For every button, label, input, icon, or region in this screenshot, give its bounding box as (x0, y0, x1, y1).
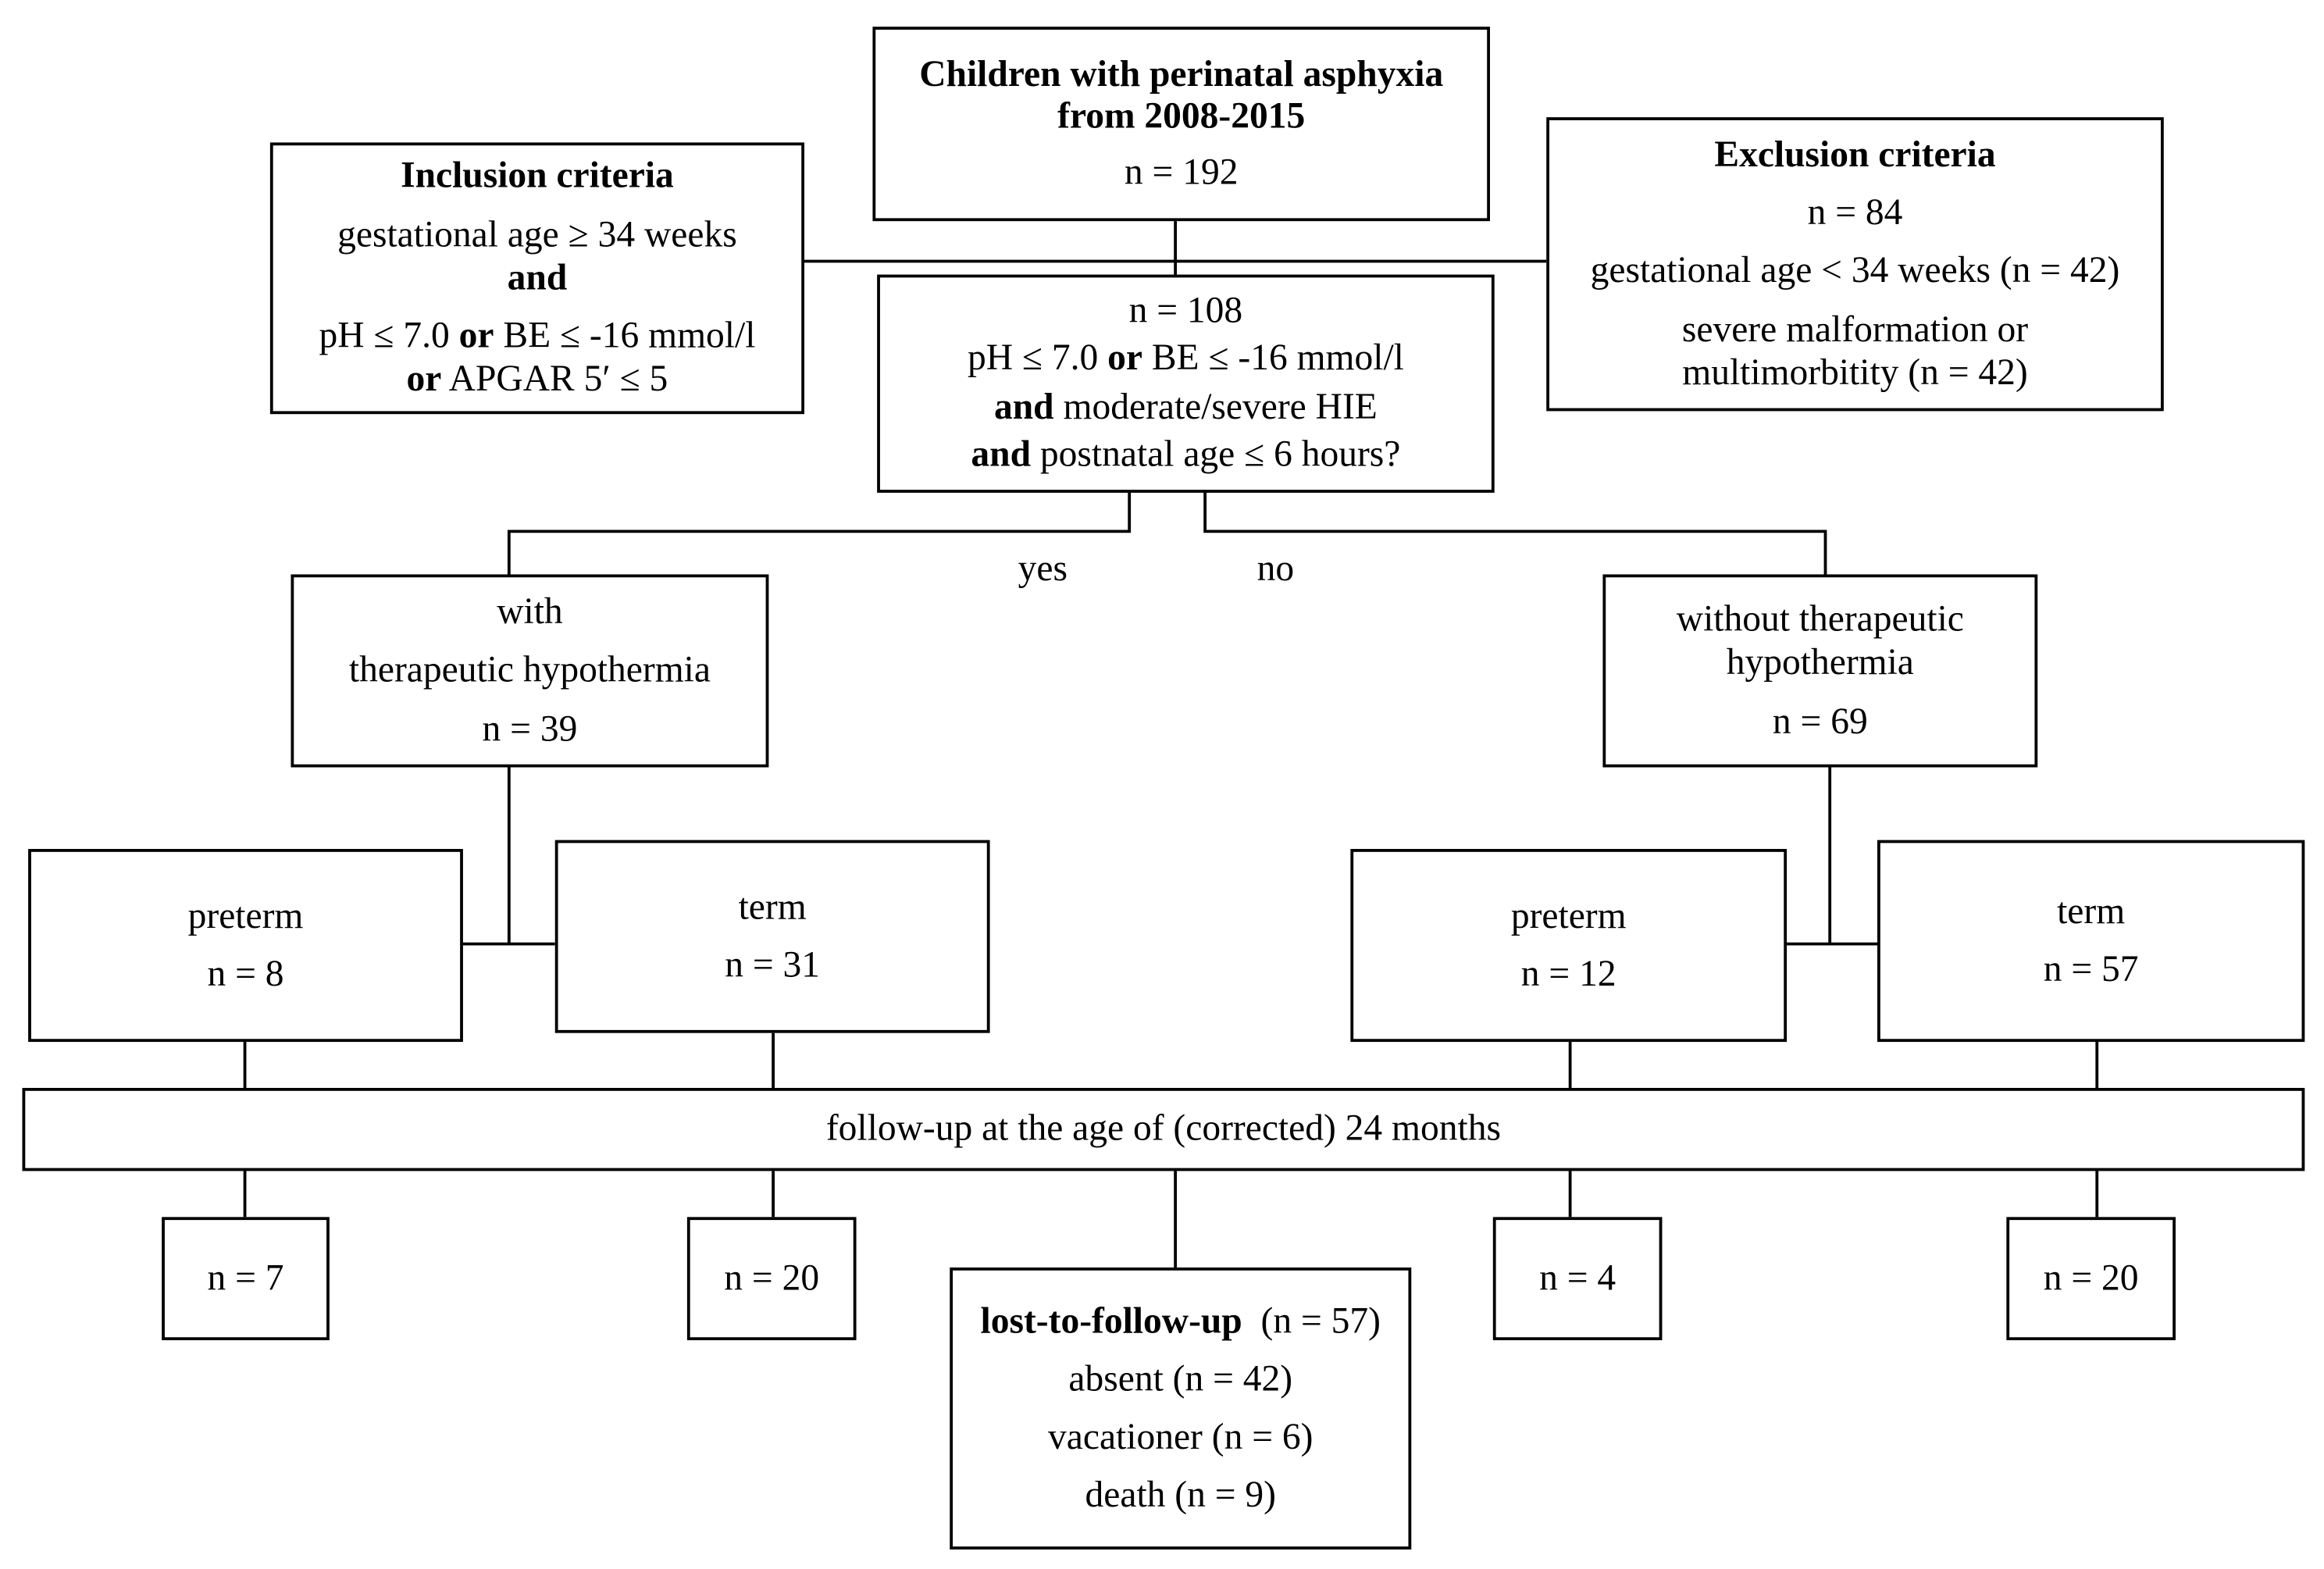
with-hypothermia-label-line2: therapeutic hypothermia (348, 651, 711, 691)
exclusion-count: n = 84 (1807, 193, 1903, 234)
inclusion-gestational-age: gestational age ≥ 34 weeks (337, 214, 737, 255)
term-without-box: term n = 57 (1877, 840, 2305, 1043)
inclusion-and: and (507, 258, 568, 298)
population-title: Children with perinatal asphyxia (919, 54, 1444, 94)
term-with-box: term n = 31 (554, 840, 990, 1033)
preterm-without-count: n = 12 (1520, 954, 1616, 995)
with-hypothermia-box: with therapeutic hypothermia n = 39 (290, 574, 769, 768)
branch-label-yes: yes (1018, 549, 1068, 590)
lost-absent: absent (n = 42) (1068, 1359, 1293, 1400)
outcome-preterm-with-box: n = 7 (162, 1217, 330, 1341)
preterm-with-box: preterm n = 8 (28, 849, 463, 1043)
term-with-count: n = 31 (725, 945, 821, 986)
without-hypothermia-label-line2: hypothermia (1726, 643, 1914, 683)
decision-hie: and moderate/severe HIE (994, 387, 1378, 427)
without-hypothermia-box: without therapeutic hypothermia n = 69 (1602, 574, 2038, 768)
outcome-term-without-count: n = 20 (2043, 1258, 2139, 1299)
preterm-with-label: preterm (187, 896, 304, 936)
outcome-term-with-box: n = 20 (686, 1217, 857, 1341)
exclusion-criteria-box: Exclusion criteria n = 84 gestational ag… (1546, 117, 2164, 412)
lost-vacationer: vacationer (n = 6) (1048, 1417, 1313, 1458)
population-period: from 2008-2015 (1057, 95, 1306, 136)
term-without-count: n = 57 (2043, 950, 2139, 990)
outcome-term-without-box: n = 20 (2006, 1217, 2176, 1341)
follow-up-box: follow-up at the age of (corrected) 24 m… (22, 1087, 2305, 1171)
lost-to-follow-up-box: lost-to-follow-up (n = 57) absent (n = 4… (950, 1267, 1412, 1550)
decision-postnatal-age: and postnatal age ≤ 6 hours? (971, 434, 1401, 476)
term-with-label: term (738, 886, 807, 928)
inclusion-title: Inclusion criteria (401, 156, 674, 197)
preterm-without-box: preterm n = 12 (1350, 849, 1788, 1043)
outcome-term-with-count: n = 20 (724, 1258, 820, 1299)
exclusion-malformation: severe malformation or (1681, 309, 2029, 350)
connector-line (507, 491, 1132, 576)
exclusion-title: Exclusion criteria (1714, 134, 1996, 176)
inclusion-criteria-box: Inclusion criteria gestational age ≥ 34 … (269, 142, 805, 415)
population-box: Children with perinatal asphyxia from 20… (872, 27, 1491, 222)
follow-up-label: follow-up at the age of (corrected) 24 m… (825, 1109, 1501, 1150)
exclusion-multimorbidity: multimorbitity (n = 42) (1682, 353, 2028, 394)
with-hypothermia-count: n = 39 (482, 708, 578, 749)
without-hypothermia-label-line1: without therapeutic (1676, 599, 1964, 640)
population-count: n = 192 (1124, 152, 1239, 193)
decision-count: n = 108 (1128, 290, 1243, 330)
connector-line (1203, 491, 1827, 576)
inclusion-ph-be: pH ≤ 7.0 or BE ≤ -16 mmol/l (319, 316, 756, 357)
without-hypothermia-count: n = 69 (1772, 701, 1868, 742)
preterm-without-label: preterm (1510, 896, 1627, 936)
term-without-label: term (2057, 891, 2126, 932)
inclusion-apgar: or APGAR 5′ ≤ 5 (406, 359, 668, 400)
decision-box: n = 108 pH ≤ 7.0 or BE ≤ -16 mmol/l and … (877, 274, 1495, 493)
lost-death: death (n = 9) (1085, 1475, 1276, 1516)
outcome-preterm-with-count: n = 7 (207, 1258, 284, 1299)
with-hypothermia-label-line1: with (497, 592, 563, 633)
decision-ph-be: pH ≤ 7.0 or BE ≤ -16 mmol/l (967, 338, 1404, 379)
outcome-preterm-without-count: n = 4 (1539, 1258, 1616, 1299)
outcome-preterm-without-box: n = 4 (1492, 1217, 1663, 1341)
lost-to-follow-up-title: lost-to-follow-up (n = 57) (980, 1300, 1381, 1342)
preterm-with-count: n = 8 (207, 954, 284, 995)
branch-label-no: no (1256, 549, 1295, 590)
exclusion-gestational-age: gestational age < 34 weeks (n = 42) (1590, 251, 2120, 292)
